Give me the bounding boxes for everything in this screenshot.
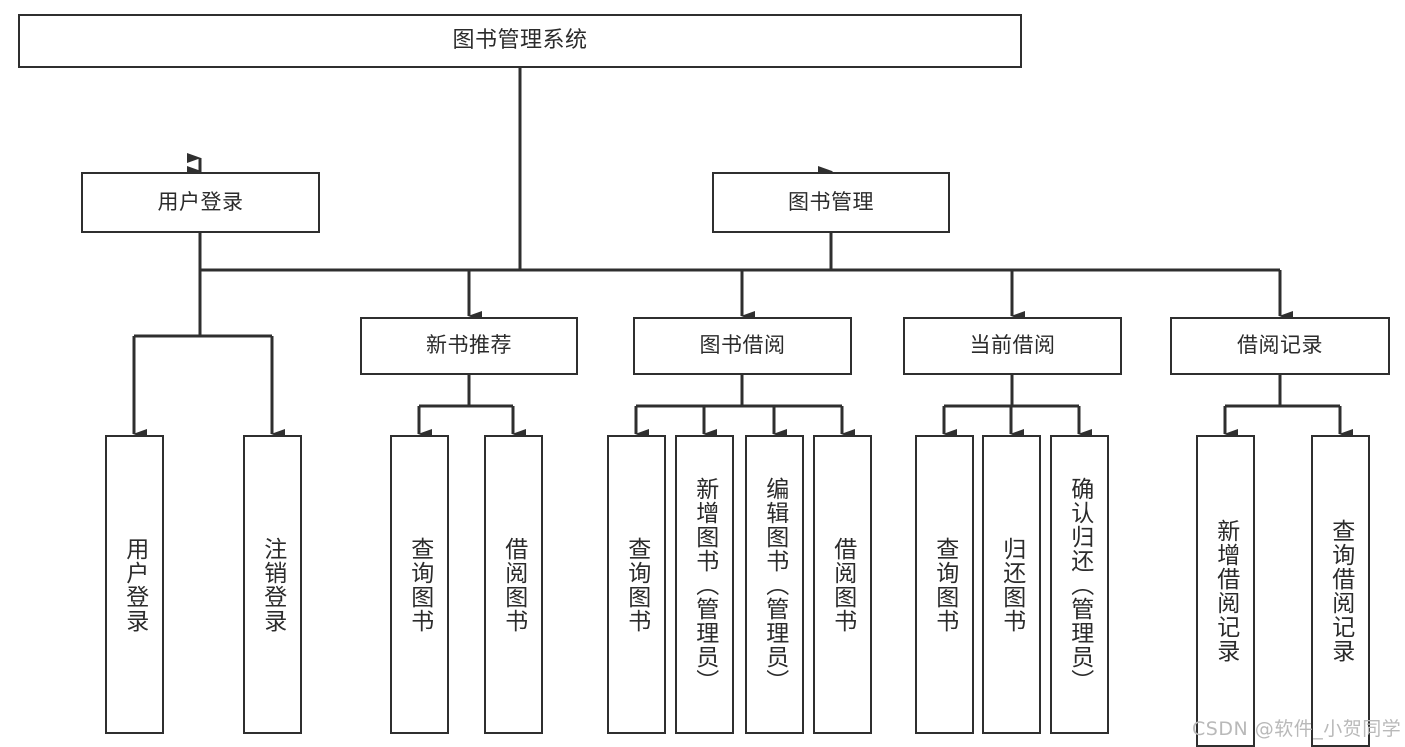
node-new-book-rec[interactable]: 新书推荐 [360, 317, 578, 375]
node-leaf-query-record[interactable]: 查询借阅记录 [1311, 435, 1370, 747]
node-leaf-user-logout[interactable]: 注销登录 [243, 435, 302, 734]
node-leaf-borrow-book-2-label: 借阅图书 [829, 536, 856, 633]
csdn-watermark: CSDN @软件_小贺同学 [1192, 718, 1402, 740]
node-borrow-record-label: 借阅记录 [1237, 333, 1323, 358]
node-current-borrow[interactable]: 当前借阅 [903, 317, 1122, 375]
node-book-borrow-label: 图书借阅 [699, 333, 786, 358]
node-new-book-rec-label: 新书推荐 [426, 333, 512, 358]
node-leaf-user-logout-label: 注销登录 [259, 536, 286, 633]
node-leaf-edit-book-label: 编辑图书（管理员） [761, 476, 788, 693]
node-user-login-label: 用户登录 [157, 189, 244, 214]
node-book-manage-label: 图书管理 [788, 189, 874, 214]
node-leaf-add-book[interactable]: 新增图书（管理员） [675, 435, 734, 734]
node-current-borrow-label: 当前借阅 [969, 333, 1056, 358]
node-leaf-borrow-book-2[interactable]: 借阅图书 [813, 435, 872, 734]
node-root[interactable]: 图书管理系统 [18, 14, 1022, 68]
node-leaf-confirm-return[interactable]: 确认归还（管理员） [1050, 435, 1109, 734]
node-leaf-add-record-label: 新增借阅记录 [1212, 519, 1239, 663]
node-leaf-return-book[interactable]: 归还图书 [982, 435, 1041, 734]
node-book-manage[interactable]: 图书管理 [712, 172, 950, 233]
node-leaf-query-book-2[interactable]: 查询图书 [607, 435, 666, 734]
node-leaf-query-book-3[interactable]: 查询图书 [915, 435, 974, 734]
node-leaf-edit-book[interactable]: 编辑图书（管理员） [745, 435, 804, 734]
node-user-login[interactable]: 用户登录 [81, 172, 320, 233]
node-borrow-record[interactable]: 借阅记录 [1170, 317, 1390, 375]
node-leaf-borrow-book-1[interactable]: 借阅图书 [484, 435, 543, 734]
node-leaf-confirm-return-label: 确认归还（管理员） [1066, 476, 1093, 693]
node-leaf-return-book-label: 归还图书 [998, 536, 1025, 633]
node-leaf-add-book-label: 新增图书（管理员） [691, 476, 718, 693]
node-leaf-borrow-book-1-label: 借阅图书 [500, 536, 527, 633]
node-leaf-query-record-label: 查询借阅记录 [1327, 519, 1354, 663]
node-leaf-query-book-2-label: 查询图书 [623, 536, 650, 633]
node-leaf-add-record[interactable]: 新增借阅记录 [1196, 435, 1255, 747]
node-leaf-query-book-3-label: 查询图书 [931, 536, 958, 633]
node-leaf-query-book-1[interactable]: 查询图书 [390, 435, 449, 734]
node-root-label: 图书管理系统 [452, 27, 588, 53]
node-leaf-user-login-label: 用户登录 [121, 536, 148, 633]
node-leaf-user-login[interactable]: 用户登录 [105, 435, 164, 734]
node-book-borrow[interactable]: 图书借阅 [633, 317, 852, 375]
node-leaf-query-book-1-label: 查询图书 [406, 536, 433, 633]
